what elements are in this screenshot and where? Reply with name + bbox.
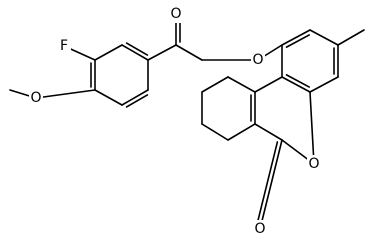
- double-bond-line: [256, 141, 279, 226]
- bond-line: [309, 29, 339, 46]
- bond-line: [94, 44, 123, 61]
- double-bond-line: [285, 34, 311, 48]
- atom-label-f: F: [60, 38, 68, 54]
- bond-line: [147, 44, 177, 61]
- bond-line: [121, 89, 149, 106]
- atom-methoxy-oxygen: O: [29, 89, 43, 107]
- double-bond-line: [125, 42, 149, 56]
- double-bond-line: [285, 74, 311, 88]
- bond-line: [337, 29, 365, 46]
- bond-line: [309, 91, 315, 165]
- bond-line: [281, 76, 311, 93]
- bond-line: [35, 89, 96, 99]
- atom-ring-oxygen: O: [307, 155, 321, 173]
- atom-label-o-lactone: O: [254, 221, 265, 237]
- bond-line: [201, 76, 229, 93]
- bond-line: [281, 29, 311, 46]
- bond-line: [259, 139, 283, 230]
- bond-line: [201, 123, 229, 141]
- bond-line: [175, 44, 203, 61]
- double-bond-line: [125, 94, 149, 108]
- atom-label-layer: F O O O O O: [29, 5, 321, 237]
- bond-line: [254, 123, 283, 141]
- bond-line: [309, 76, 339, 93]
- bond-line: [121, 44, 149, 61]
- atom-label-o-ether: O: [252, 52, 263, 68]
- bond-line: [94, 89, 123, 106]
- atom-ether-oxygen: O: [251, 51, 265, 69]
- atom-label-o-ring: O: [308, 156, 319, 172]
- bond-line: [254, 76, 283, 93]
- bond-line: [227, 123, 256, 141]
- atom-label-o-ketone: O: [170, 6, 181, 22]
- atom-label-o-methoxy: O: [30, 90, 41, 106]
- bond-line: [227, 76, 256, 93]
- atom-ketone-oxygen: O: [169, 5, 183, 23]
- atom-fluorine: F: [57, 37, 71, 55]
- atom-lactone-carbonyl-oxygen: O: [253, 220, 267, 237]
